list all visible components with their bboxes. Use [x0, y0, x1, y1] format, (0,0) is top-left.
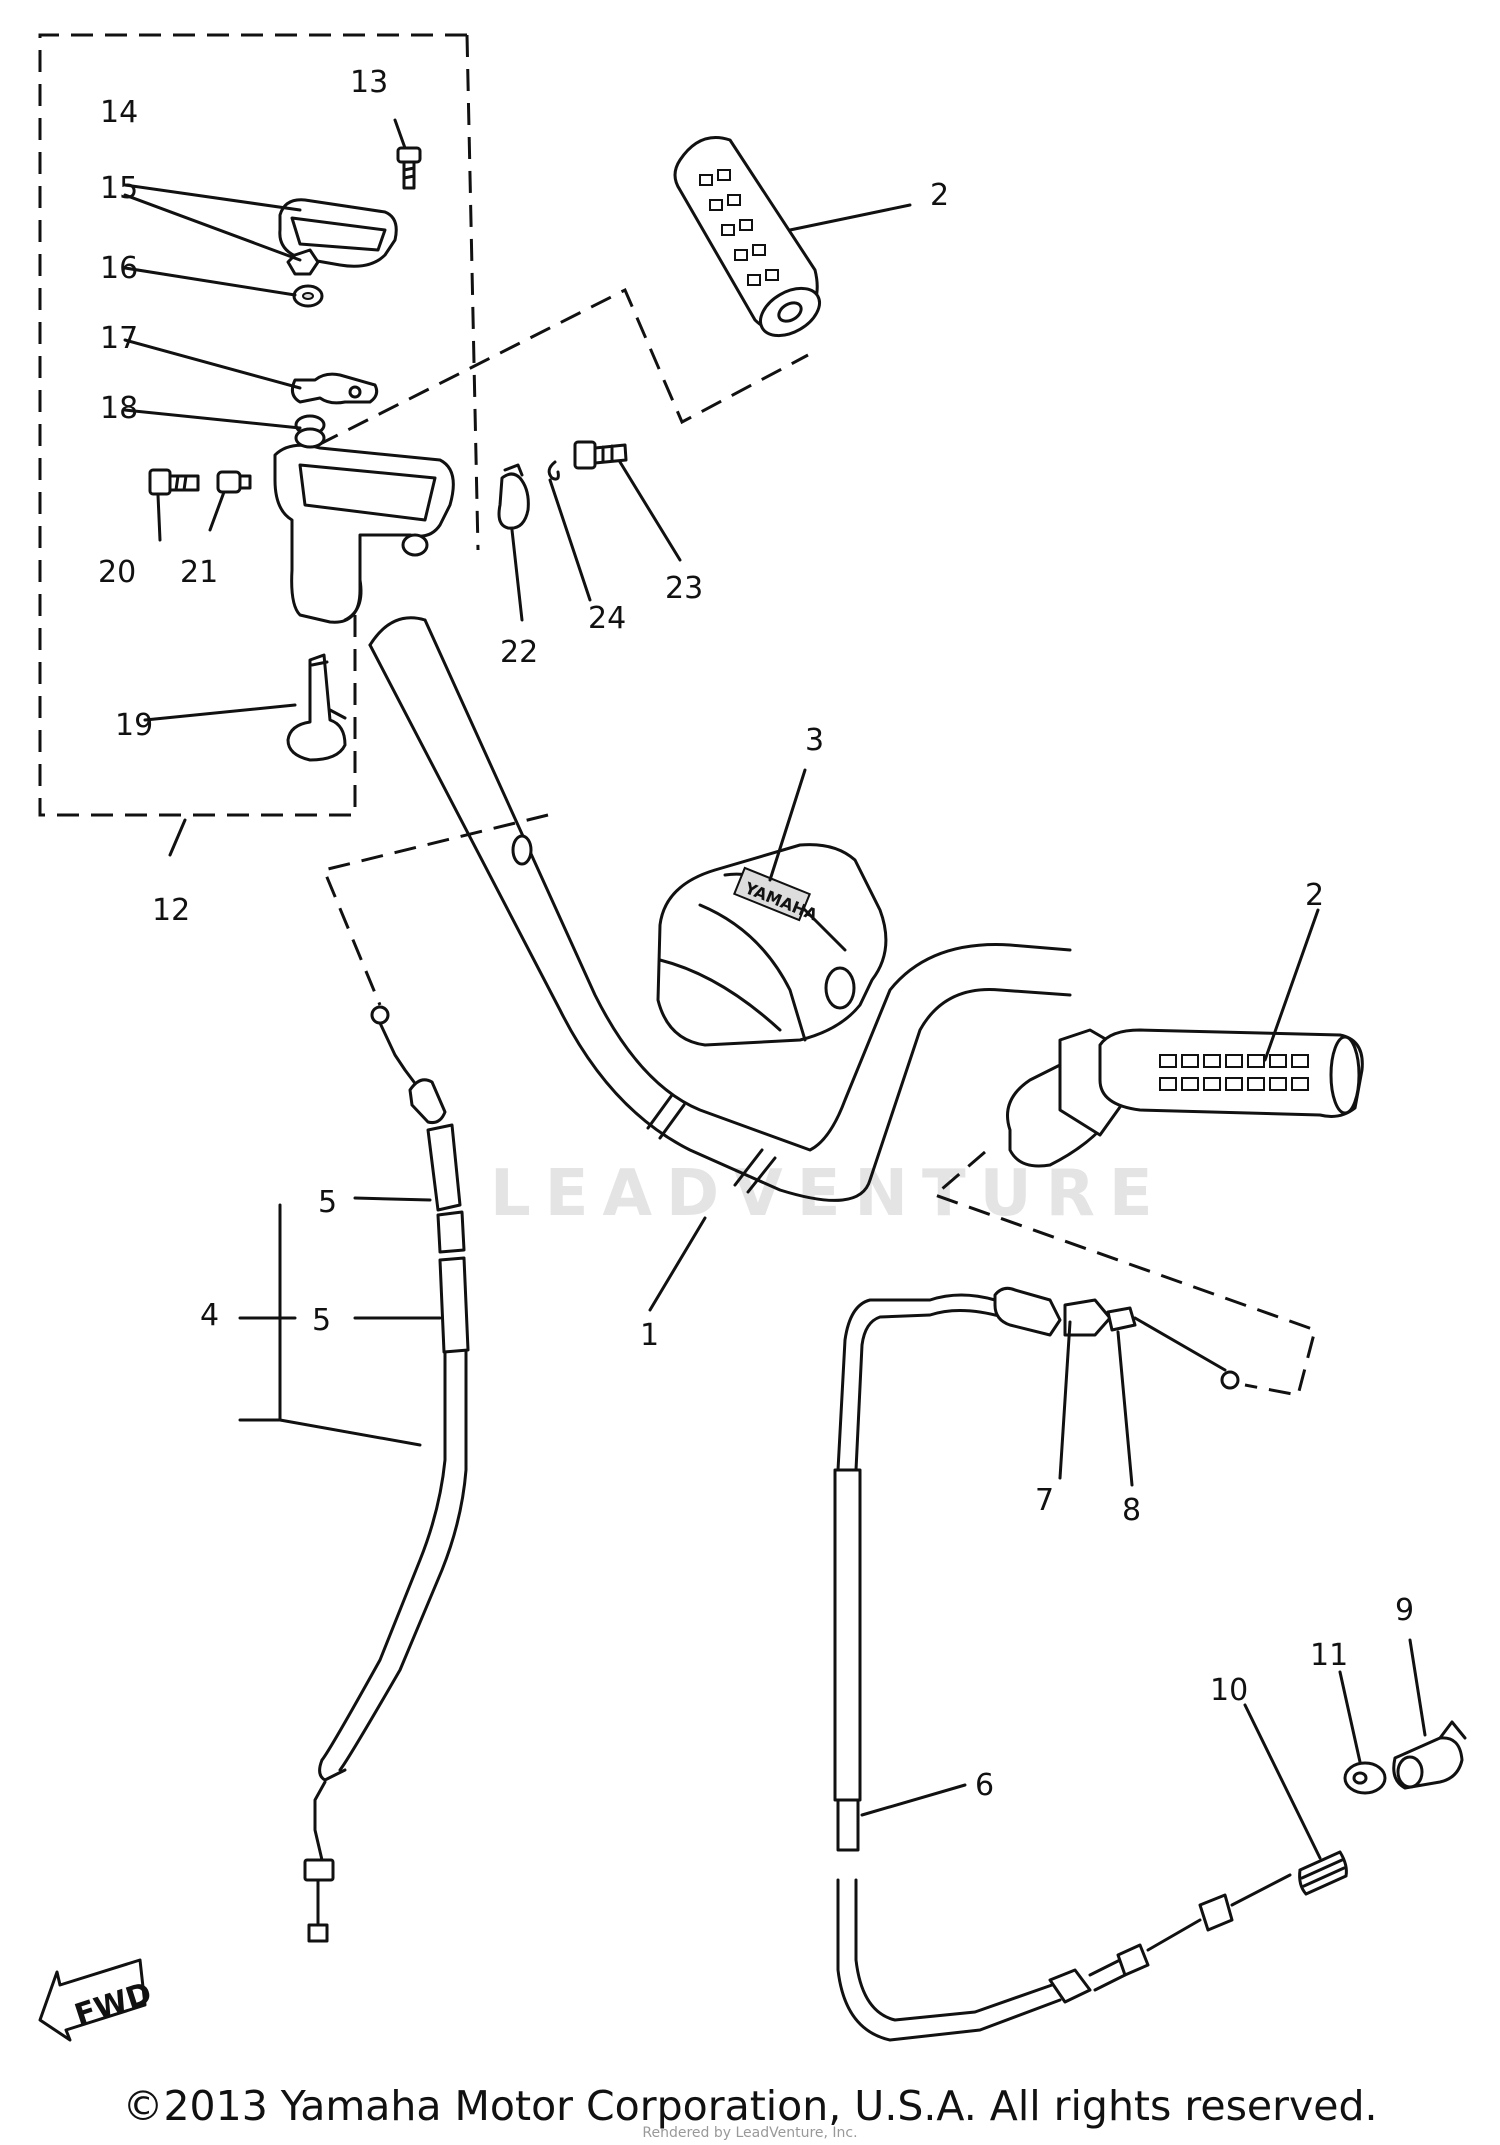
cable-6-leader-dashed: [932, 1150, 1317, 1397]
callout-10: 10: [1210, 1673, 1248, 1708]
callout-2-right: 2: [1305, 878, 1324, 913]
callout-19: 19: [115, 708, 153, 743]
callout-15: 15: [100, 171, 138, 206]
grip-2-leader-dashed: [317, 287, 809, 447]
fwd-arrow-icon: FWD: [38, 1958, 156, 2042]
adjuster-19: [286, 653, 347, 762]
throttle-cable-4: [303, 1005, 470, 1943]
callout-22: 22: [500, 635, 538, 670]
handlebar: [368, 616, 1072, 1202]
nut-21: [216, 470, 252, 494]
callout-24: 24: [588, 601, 626, 636]
callout-9: 9: [1395, 1593, 1414, 1628]
callout-20: 20: [98, 555, 136, 590]
housing-cover-inner: [290, 216, 387, 252]
cable-6: [833, 1286, 1292, 2042]
washer-16: [292, 284, 324, 308]
spring-18: [294, 414, 326, 449]
callout-23: 23: [665, 571, 703, 606]
callout-8: 8: [1122, 1493, 1141, 1528]
callout-12: 12: [152, 893, 190, 928]
grip-right: [1006, 1028, 1364, 1168]
throttle-housing: [273, 443, 455, 624]
callout-5-lower: 5: [312, 1303, 331, 1338]
callout-2-upper: 2: [930, 178, 949, 213]
callout-18: 18: [100, 391, 138, 426]
rendered-by-note: Rendered by LeadVenture, Inc.: [642, 2125, 858, 2141]
callout-4: 4: [200, 1298, 219, 1333]
nut-15: [286, 248, 320, 276]
washer-11: [1343, 1761, 1387, 1795]
copyright-notice: ©2013 Yamaha Motor Corporation, U.S.A. A…: [122, 2082, 1378, 2130]
callout-17: 17: [100, 321, 138, 356]
callout-5-upper: 5: [318, 1185, 337, 1220]
handlebar-pad: YAMAHA: [656, 843, 888, 1047]
joint-9: [1392, 1720, 1467, 1790]
callout-3: 3: [805, 723, 824, 758]
clamp-22: [497, 463, 530, 530]
throttle-lever-17: [290, 372, 379, 405]
watermark-text: LEADVENTURE: [490, 1157, 1167, 1231]
assembly-12-dashed-box: [38, 33, 480, 817]
screw-20: [148, 468, 200, 496]
screw-13: [396, 146, 422, 190]
bolt-23: [573, 440, 628, 470]
grip-upper: [673, 136, 821, 338]
callout-7: 7: [1035, 1483, 1054, 1518]
cable-4-leader-dashed: [321, 813, 549, 1006]
callout-21: 21: [180, 555, 218, 590]
callout-1: 1: [640, 1318, 659, 1353]
callout-6: 6: [975, 1768, 994, 1803]
spring-10: [1298, 1850, 1348, 1896]
callout-13: 13: [350, 65, 388, 100]
callout-16: 16: [100, 251, 138, 286]
lockwasher-24: [547, 460, 560, 481]
callout-leaders: [123, 118, 1427, 1860]
callout-labels: 2 2 3 1 4 5 5 6 7 8 9 10 11 12 13 14 15 …: [98, 65, 1414, 1803]
callout-11: 11: [1310, 1638, 1348, 1673]
callout-14: 14: [100, 95, 138, 130]
